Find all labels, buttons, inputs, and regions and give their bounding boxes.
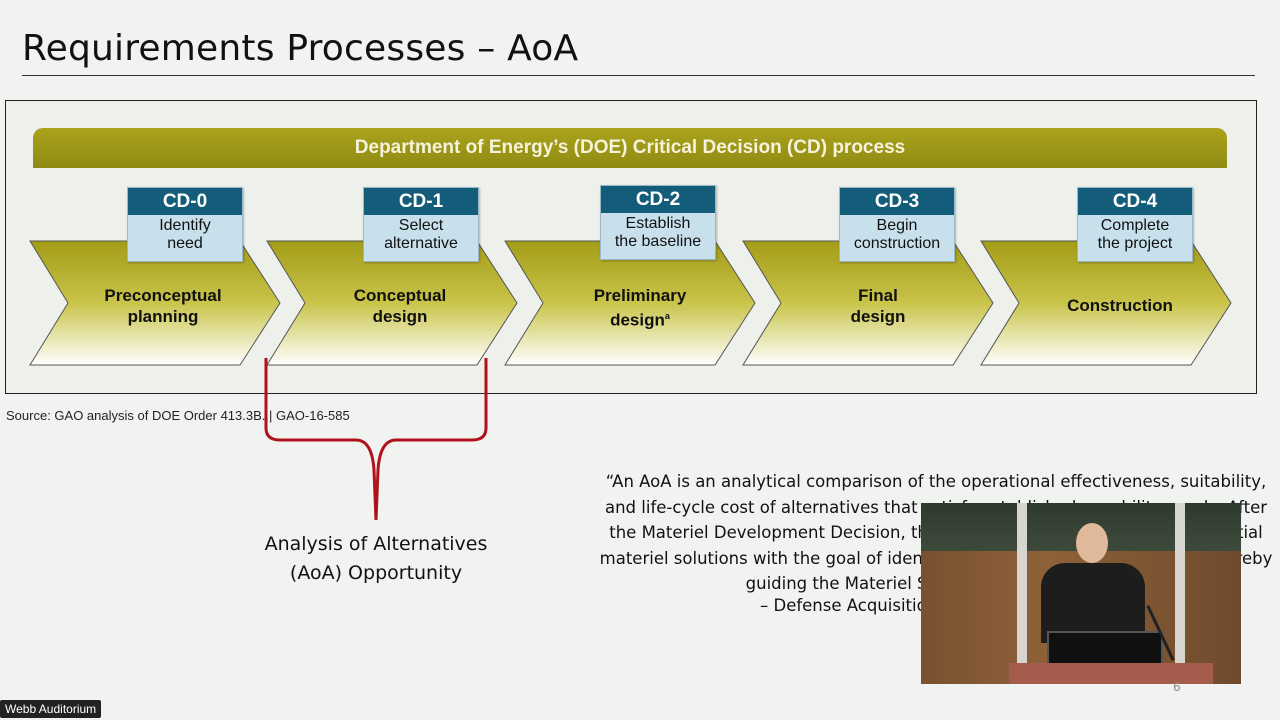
video-pillar	[1017, 503, 1027, 684]
cd-code: CD-4	[1078, 188, 1192, 215]
cd-1-box: CD-1 Select alternative	[363, 187, 479, 262]
slide-title: Requirements Processes – AoA	[22, 28, 579, 69]
slide-number: 6	[1173, 680, 1181, 694]
phase-label: Final design	[850, 286, 906, 326]
video-pillar	[1175, 503, 1185, 684]
speaker-body	[1041, 563, 1145, 643]
cd-code: CD-0	[128, 188, 242, 215]
cd-description: Complete the project	[1097, 217, 1173, 252]
cd-description: Select alternative	[384, 217, 458, 252]
cd-code: CD-3	[840, 188, 954, 215]
cd-0-box: CD-0 Identify need	[127, 187, 243, 262]
cd-3-box: CD-3 Begin construction	[839, 187, 955, 262]
title-divider	[22, 75, 1255, 76]
phase-label: Construction	[1067, 296, 1173, 315]
cd-description: Begin construction	[853, 217, 941, 252]
cd-4-box: CD-4 Complete the project	[1077, 187, 1193, 262]
podium	[1009, 663, 1213, 684]
cd-code: CD-2	[601, 186, 715, 213]
process-banner: Department of Energy’s (DOE) Critical De…	[33, 128, 1227, 168]
phase-label: Preliminary designa	[555, 285, 725, 331]
speaker-video-overlay	[921, 503, 1241, 684]
cd-code: CD-1	[364, 188, 478, 215]
phase-label: Conceptual design	[353, 286, 447, 326]
speaker-head	[1076, 523, 1108, 563]
phase-label: Preconceptual planning	[104, 286, 222, 326]
phase-footnote-mark: a	[664, 311, 670, 321]
room-label-badge: Webb Auditorium	[0, 700, 102, 718]
aoa-opportunity-label: Analysis of Alternatives (AoA) Opportuni…	[264, 533, 488, 584]
cd-description: Establish the baseline	[614, 215, 702, 250]
cd-2-box: CD-2 Establish the baseline	[600, 185, 716, 260]
source-citation: Source: GAO analysis of DOE Order 413.3B…	[6, 408, 350, 423]
phase-label-text: Preliminary design	[593, 286, 687, 330]
cd-description: Identify need	[159, 217, 211, 252]
